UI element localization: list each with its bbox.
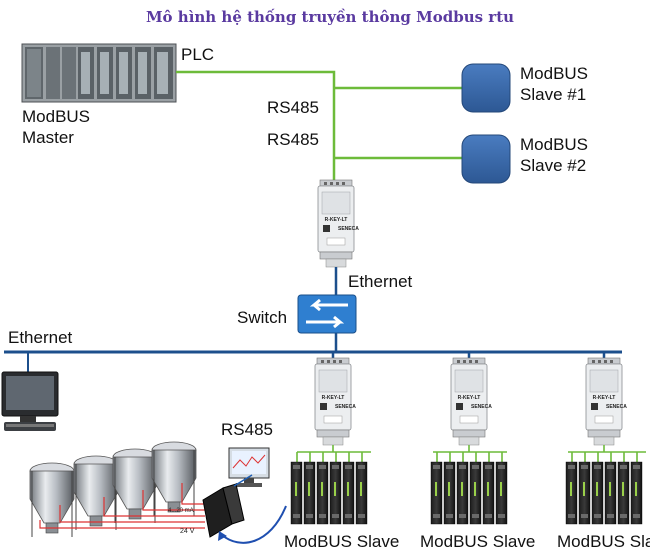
diagram-title: Mô hình hệ thống truyền thông Modbus rtu xyxy=(146,8,514,26)
gateway-icon xyxy=(317,179,360,268)
master-label-line2: Master xyxy=(22,128,74,147)
ethernet-bus-label: Ethernet xyxy=(8,328,73,347)
master-label-line1: ModBUS xyxy=(22,107,90,126)
tank-icon-2 xyxy=(73,455,119,531)
tank-icon-3 xyxy=(112,448,158,524)
slave-bottom-label-3: ModBUS Slave xyxy=(557,532,650,551)
plc-rack-icon xyxy=(21,43,177,103)
rs485-label-a: RS485 xyxy=(267,98,319,117)
gateway-bottom-2 xyxy=(450,352,493,446)
module-buses xyxy=(296,445,646,462)
slave-node-1 xyxy=(461,63,511,113)
module-rack-3 xyxy=(565,461,643,525)
switch-label: Switch xyxy=(237,308,287,327)
converter-icon xyxy=(202,474,253,538)
rs485-links xyxy=(176,70,462,188)
slave-node-2 xyxy=(461,134,511,184)
plc-label: PLC xyxy=(181,45,214,64)
slave2-label-line2: Slave #2 xyxy=(520,156,586,175)
current-label: 4...20 mA xyxy=(168,508,194,514)
signal-wires xyxy=(39,483,205,529)
slave-bottom-label-2: ModBUS Slave xyxy=(420,532,535,551)
slave1-label-line1: ModBUS xyxy=(520,64,588,83)
slave1-label-line2: Slave #1 xyxy=(520,85,586,104)
ethernet-top-label: Ethernet xyxy=(348,272,413,291)
rs485-field-label: RS485 xyxy=(221,420,273,439)
gateway-bottom-1 xyxy=(314,352,357,446)
slave2-label-line1: ModBUS xyxy=(520,135,588,154)
voltage-label: 24 V xyxy=(180,528,195,535)
tank-icon-1 xyxy=(29,462,75,538)
module-rack-2 xyxy=(430,461,508,525)
gateway-bottom-3 xyxy=(585,352,628,446)
computer-icon xyxy=(1,371,59,431)
rs485-label-b: RS485 xyxy=(267,130,319,149)
module-rack-1 xyxy=(290,461,368,525)
link-arrow xyxy=(221,505,287,544)
slave-bottom-label-1: ModBUS Slave xyxy=(284,532,399,551)
monitor-icon xyxy=(228,447,270,487)
switch-icon xyxy=(297,294,357,334)
tank-icon-4 xyxy=(151,441,197,517)
